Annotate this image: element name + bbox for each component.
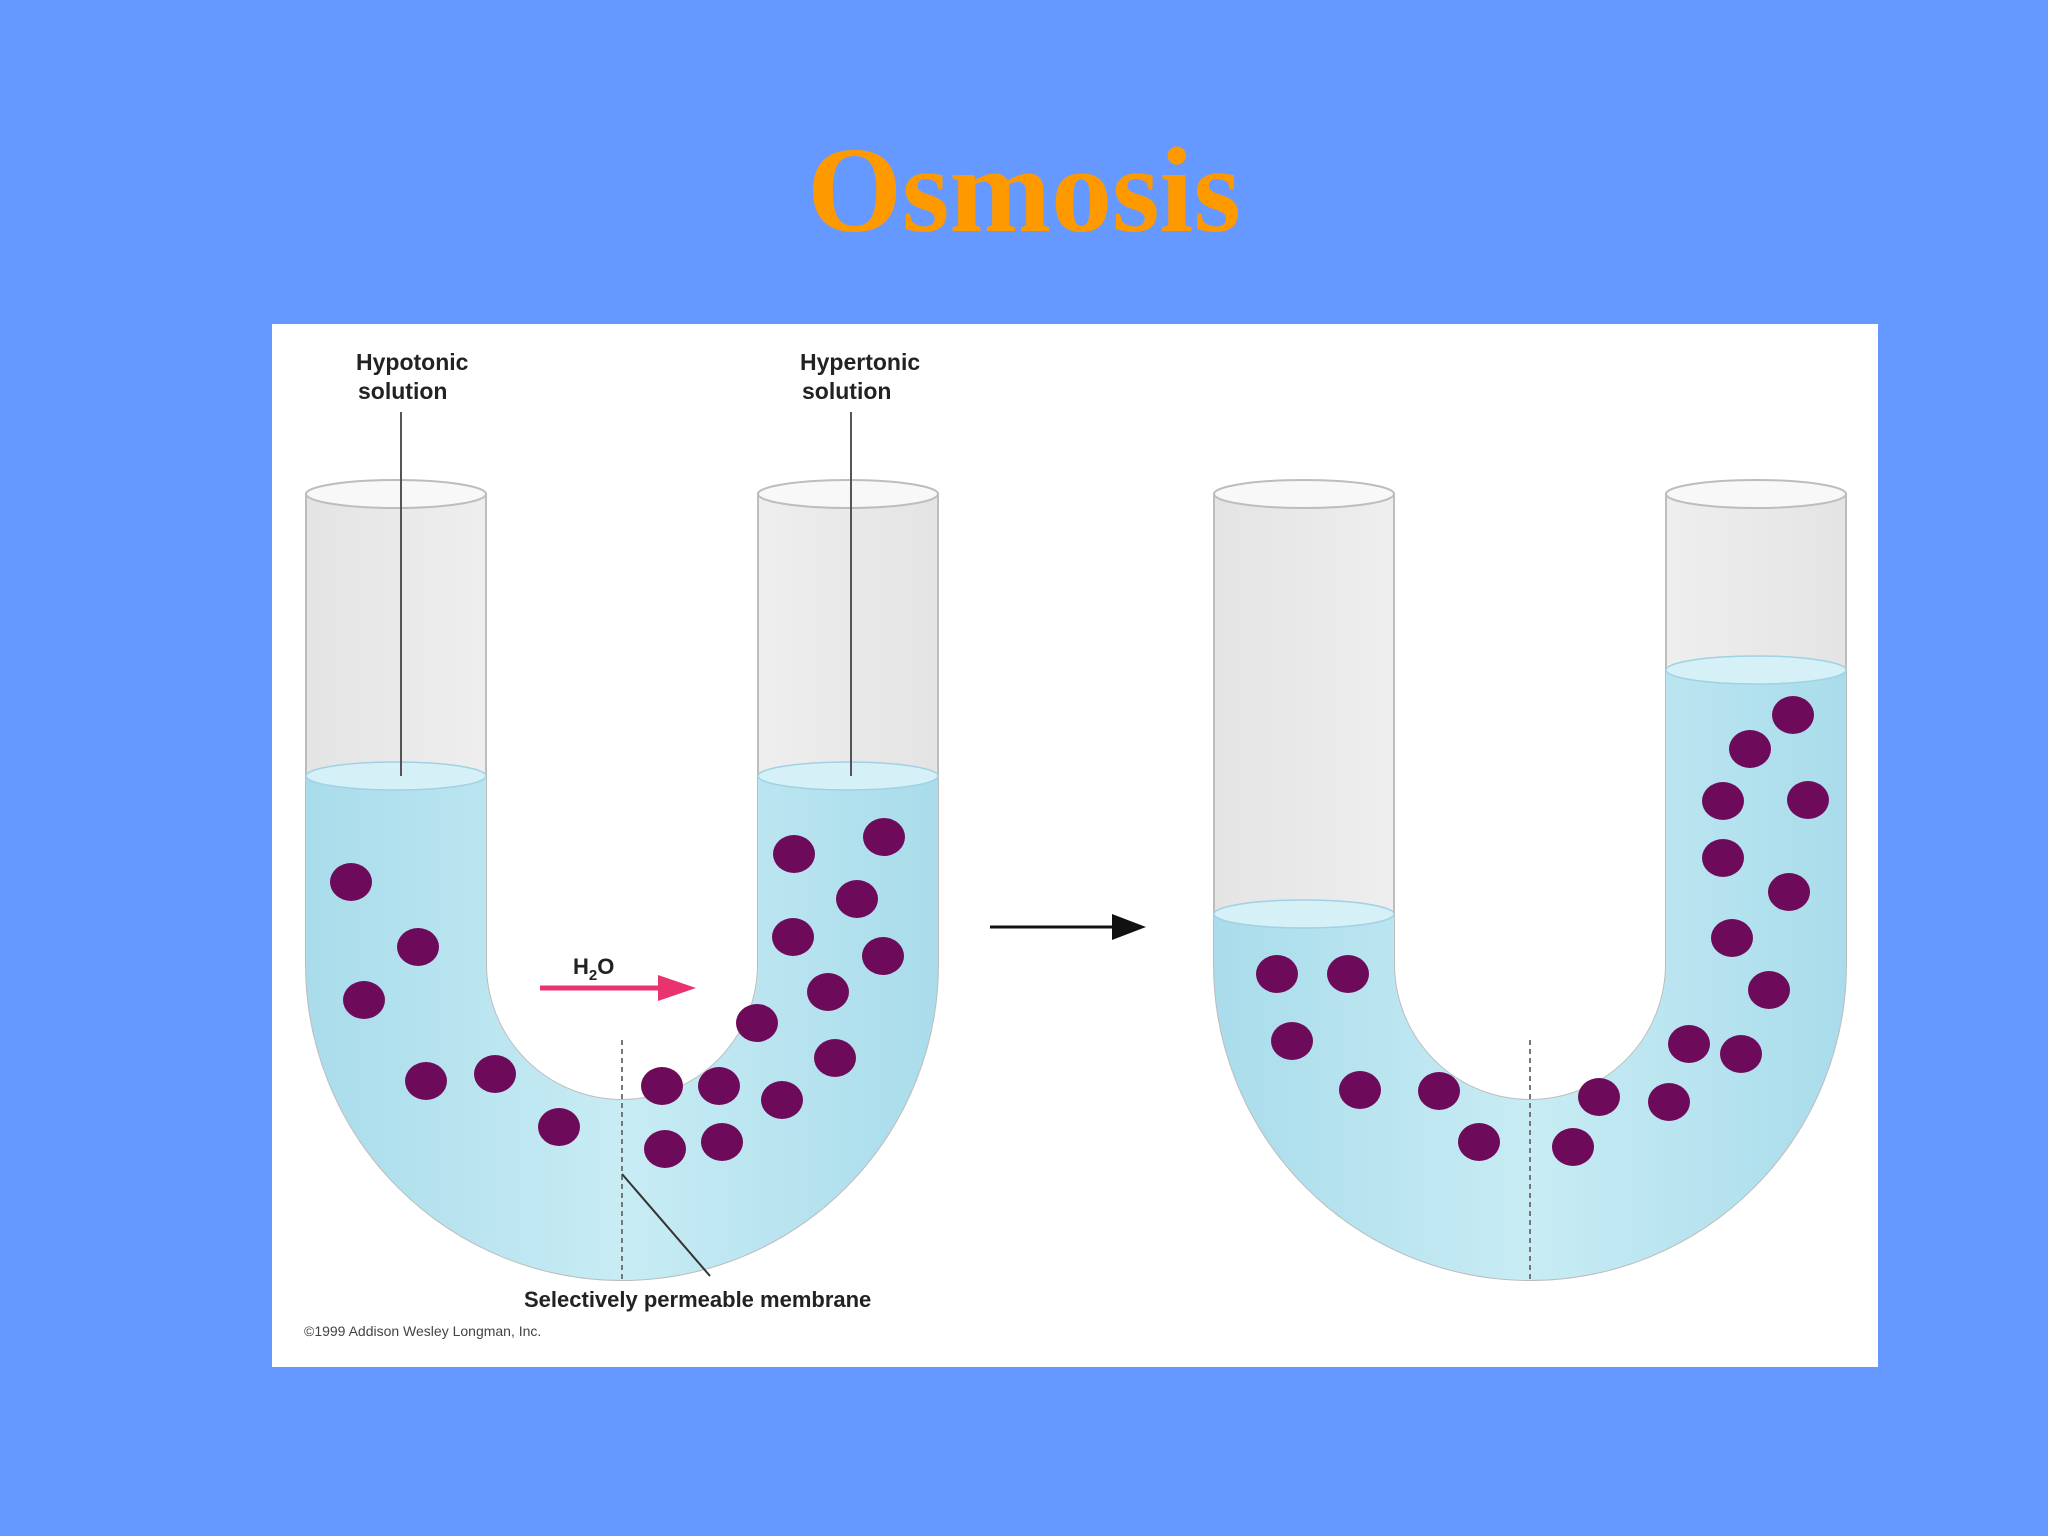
solute-particle xyxy=(773,835,815,873)
hypertonic-label-line2: solution xyxy=(802,378,891,404)
solute-particle xyxy=(761,1081,803,1119)
rim-left-before xyxy=(305,479,487,509)
meniscus-left-after xyxy=(1213,899,1395,929)
water-label-o: O xyxy=(597,954,614,979)
solute-particle xyxy=(343,981,385,1019)
solute-particle xyxy=(1702,839,1744,877)
solute-particle xyxy=(1772,696,1814,734)
solute-particle xyxy=(836,880,878,918)
solute-particle xyxy=(862,937,904,975)
osmosis-figure: Hypotonic solution Hypertonic solution H… xyxy=(272,324,1878,1367)
solute-particle xyxy=(641,1067,683,1105)
solute-particle xyxy=(644,1130,686,1168)
water-flow-arrow xyxy=(540,975,696,1001)
solute-particle xyxy=(1648,1083,1690,1121)
solute-particle xyxy=(474,1055,516,1093)
u-tube-after xyxy=(1213,479,1847,1281)
slide-title: Osmosis xyxy=(807,123,1241,258)
solute-particle xyxy=(330,863,372,901)
solute-particle xyxy=(1711,919,1753,957)
solute-particle xyxy=(1271,1022,1313,1060)
membrane-label: Selectively permeable membrane xyxy=(524,1287,871,1312)
solute-particle xyxy=(701,1123,743,1161)
meniscus-right-before xyxy=(757,761,939,791)
u-tube-before xyxy=(305,412,939,1281)
solutes-hypotonic xyxy=(330,863,580,1146)
solutes-hypertonic xyxy=(641,818,905,1168)
water-label: H2O xyxy=(573,954,614,984)
meniscus-left-before xyxy=(305,761,487,791)
rim-left-after xyxy=(1213,479,1395,509)
water-label-h: H xyxy=(573,954,589,979)
solute-particle xyxy=(405,1062,447,1100)
solute-particle xyxy=(1552,1128,1594,1166)
solute-particle xyxy=(1339,1071,1381,1109)
solute-particle xyxy=(1256,955,1298,993)
solute-particle xyxy=(772,918,814,956)
solute-particle xyxy=(1418,1072,1460,1110)
solution-before xyxy=(306,776,938,1280)
solute-particle xyxy=(1702,782,1744,820)
rim-right-before xyxy=(757,479,939,509)
solute-particle xyxy=(1458,1123,1500,1161)
solute-particle xyxy=(736,1004,778,1042)
water-label-subscript: 2 xyxy=(589,967,597,984)
solute-particle xyxy=(538,1108,580,1146)
copyright-notice: ©1999 Addison Wesley Longman, Inc. xyxy=(304,1323,541,1339)
hypotonic-label-line1: Hypotonic xyxy=(356,349,469,375)
solute-particle xyxy=(807,973,849,1011)
solute-particle xyxy=(397,928,439,966)
solute-particle xyxy=(1787,781,1829,819)
solutes-after-left xyxy=(1256,955,1500,1161)
solute-particle xyxy=(1748,971,1790,1009)
solute-particle xyxy=(863,818,905,856)
solute-particle xyxy=(1578,1078,1620,1116)
meniscus-right-after xyxy=(1665,655,1847,685)
membrane-pointer xyxy=(621,1173,711,1277)
solute-particle xyxy=(698,1067,740,1105)
solute-particle xyxy=(1668,1025,1710,1063)
solute-particle xyxy=(1327,955,1369,993)
solute-particle xyxy=(1720,1035,1762,1073)
solution-after xyxy=(1214,670,1846,1280)
transition-arrow xyxy=(990,914,1146,940)
rim-right-after xyxy=(1665,479,1847,509)
solute-particle xyxy=(1768,873,1810,911)
solute-particle xyxy=(1729,730,1771,768)
hypertonic-label-line1: Hypertonic xyxy=(800,349,920,375)
osmosis-diagram: Hypotonic solution Hypertonic solution H… xyxy=(304,349,1847,1339)
solutes-after-right xyxy=(1552,696,1829,1166)
solute-particle xyxy=(814,1039,856,1077)
hypotonic-label-line2: solution xyxy=(358,378,447,404)
